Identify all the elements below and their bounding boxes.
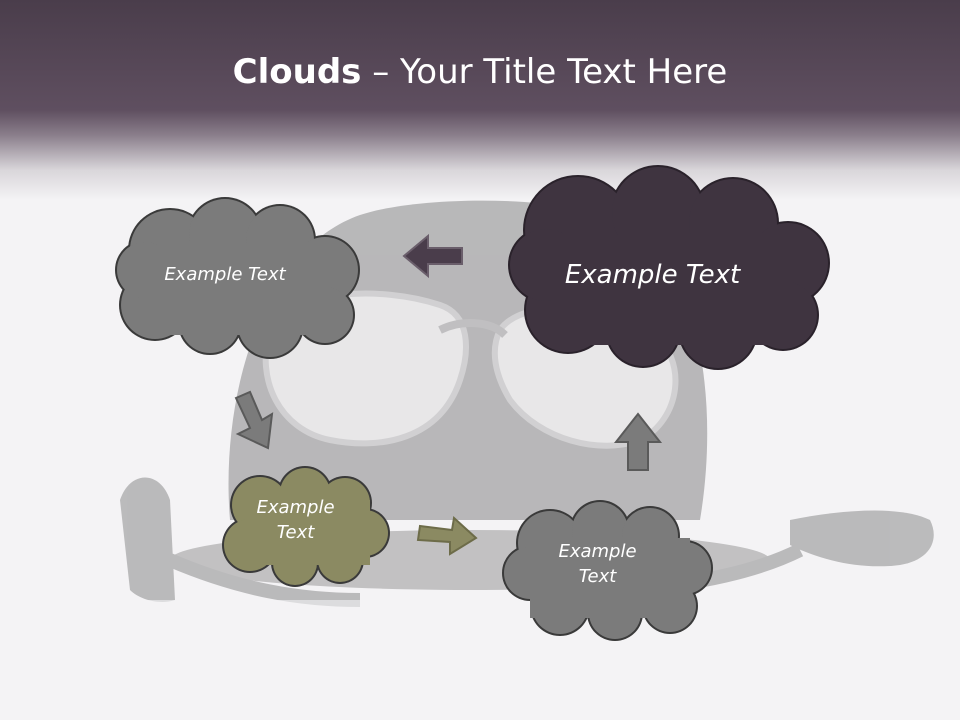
cloud-2 [508,165,830,370]
cloud-1 [115,197,360,359]
title-band [0,0,960,200]
title-bold: Clouds [232,52,362,92]
title-rest: Your Title Text Here [400,52,728,92]
arrow-left [402,233,463,279]
cloud-3-label: Example Text [256,496,335,543]
cloud-4-label: Example Text [558,540,637,587]
title-dash: – [361,52,401,92]
arrow-down [234,390,274,450]
slide-title: Clouds – Your Title Text Here [0,52,960,92]
cloud-2-label: Example Text [564,259,741,290]
arrow-right [416,516,478,556]
cloud-3 [222,466,390,587]
arrow-up [613,412,663,471]
cloud-1-label: Example Text [164,264,286,286]
cloud-4 [502,500,713,641]
